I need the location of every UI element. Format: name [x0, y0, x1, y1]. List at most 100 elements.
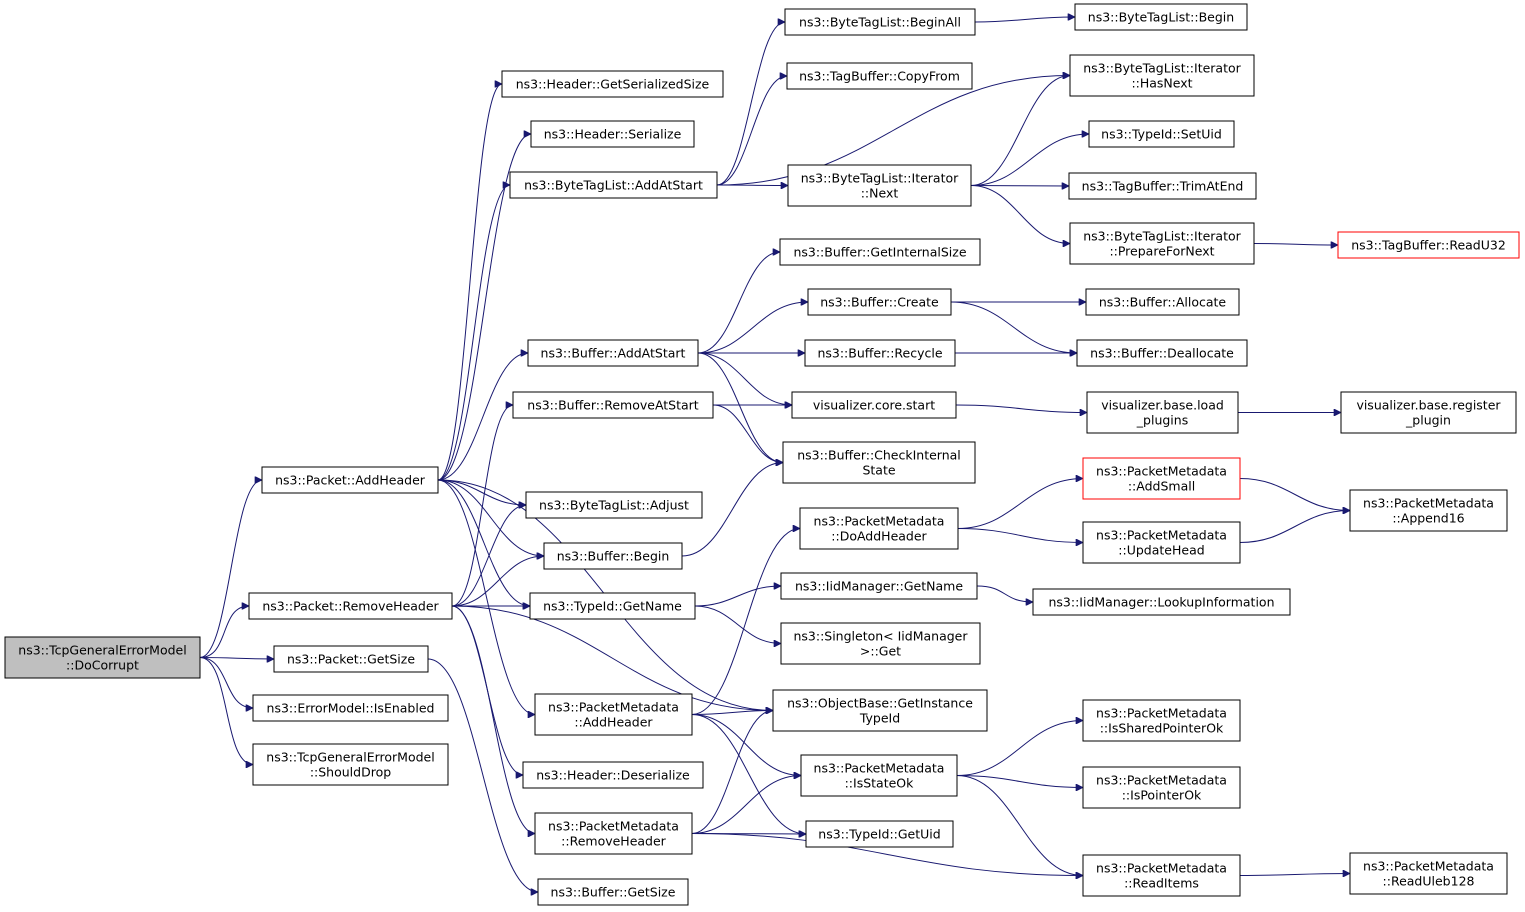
node-hdr-serialize[interactable]: ns3::Header::Serialize: [530, 120, 695, 148]
node-pm-removeheader[interactable]: ns3::PacketMetadata::RemoveHeader: [534, 812, 693, 855]
node-label: ns3::Header::Deserialize: [536, 768, 690, 783]
node-pm-ispointerok[interactable]: ns3::PacketMetadata::IsPointerOk: [1082, 766, 1241, 809]
edge-pkt_removeheader-to-btl_adjust: [451, 505, 526, 607]
node-btli-prepare[interactable]: ns3::ByteTagList::Iterator::PrepareForNe…: [1069, 222, 1255, 265]
node-buf-getinternalsize[interactable]: ns3::Buffer::GetInternalSize: [779, 238, 981, 266]
node-btl-adjust[interactable]: ns3::ByteTagList::Adjust: [525, 491, 703, 519]
edge-btli_prepare-to-tb_readu32: [1253, 244, 1338, 246]
node-label: ns3::ByteTagList::Begin: [1088, 10, 1234, 25]
node-btl-addatstart[interactable]: ns3::ByteTagList::AddAtStart: [509, 171, 718, 199]
edge-pm_doaddheader-to-pm_addsmall: [957, 479, 1083, 529]
node-pm-addheader[interactable]: ns3::PacketMetadata::AddHeader: [534, 693, 693, 736]
node-viz-core-start[interactable]: visualizer.core.start: [791, 391, 957, 419]
node-box: [779, 238, 981, 266]
node-pkt-getsize[interactable]: ns3::Packet::GetSize: [273, 645, 429, 673]
node-box: [273, 645, 429, 673]
node-label: ::DoCorrupt: [66, 658, 139, 673]
node-box: [525, 491, 703, 519]
node-label: ns3::ByteTagList::Iterator: [1083, 229, 1241, 244]
node-btli-hasnext[interactable]: ns3::ByteTagList::Iterator::HasNext: [1069, 54, 1255, 97]
node-tb-readu32[interactable]: ns3::TagBuffer::ReadU32: [1337, 231, 1520, 259]
node-label: ns3::ByteTagList::Iterator: [1083, 61, 1241, 76]
node-box: [530, 120, 695, 148]
node-pm-readuleb128[interactable]: ns3::PacketMetadata::ReadUleb128: [1349, 852, 1508, 895]
edge-btli_next-to-btli_hasnext: [970, 76, 1070, 186]
node-label: ns3::TcpGeneralErrorModel: [18, 643, 186, 658]
node-iid-getname[interactable]: ns3::IidManager::GetName: [780, 572, 978, 600]
node-tb-copyfrom[interactable]: ns3::TagBuffer::CopyFrom: [786, 62, 973, 90]
node-label: ::Next: [861, 186, 899, 201]
edge-pm_addheader-to-ob_getinstancetypeid: [691, 711, 773, 715]
node-box: [1069, 54, 1255, 97]
node-tcp-shoulddrop[interactable]: ns3::TcpGeneralErrorModel::ShouldDrop: [252, 743, 449, 786]
edge-root-to-pkt_getsize: [199, 658, 274, 660]
node-buf-allocate[interactable]: ns3::Buffer::Allocate: [1085, 288, 1240, 316]
node-label: ns3::TypeId::GetName: [543, 599, 682, 614]
node-pm-isstateok[interactable]: ns3::PacketMetadata::IsStateOk: [800, 754, 958, 797]
node-pkt-removeheader[interactable]: ns3::Packet::RemoveHeader: [248, 592, 453, 620]
node-btl-beginall[interactable]: ns3::ByteTagList::BeginAll: [784, 8, 976, 36]
node-box: [1082, 457, 1241, 500]
node-viz-base-register[interactable]: visualizer.base.register_plugin: [1340, 391, 1517, 434]
node-box: [1086, 391, 1239, 434]
node-iid-lookup[interactable]: ns3::IidManager::LookupInformation: [1032, 588, 1291, 616]
node-typeid-getuid[interactable]: ns3::TypeId::GetUid: [805, 820, 954, 848]
node-label: TypeId: [859, 711, 900, 726]
node-typeid-getname[interactable]: ns3::TypeId::GetName: [529, 592, 696, 620]
node-btl-begin[interactable]: ns3::ByteTagList::Begin: [1074, 3, 1248, 31]
node-pm-doaddheader[interactable]: ns3::PacketMetadata::DoAddHeader: [799, 507, 959, 550]
node-box: [804, 339, 956, 367]
node-buf-removeatstart[interactable]: ns3::Buffer::RemoveAtStart: [512, 391, 714, 419]
edge-pkt_removeheader-to-buf_begin: [451, 556, 544, 607]
node-singleton-get[interactable]: ns3::Singleton< IidManager>::Get: [780, 622, 981, 665]
node-buf-create[interactable]: ns3::Buffer::Create: [807, 288, 952, 316]
node-pkt-addheader[interactable]: ns3::Packet::AddHeader: [261, 466, 439, 494]
node-label: ns3::PacketMetadata: [1096, 464, 1227, 479]
node-pm-readitems[interactable]: ns3::PacketMetadata::ReadItems: [1082, 854, 1241, 897]
function-nodes: ns3::TcpGeneralErrorModel::DoCorruptns3:…: [4, 3, 1520, 906]
edge-pm_isstateok-to-pm_ispointerok: [956, 775, 1083, 788]
node-buf-deallocate[interactable]: ns3::Buffer::Deallocate: [1076, 339, 1248, 367]
edge-btl_addatstart-to-btli_hasnext: [716, 76, 1070, 186]
edge-root-to-em_isenabled: [199, 657, 253, 709]
node-label: ns3::TcpGeneralErrorModel: [266, 750, 434, 765]
node-buf-begin[interactable]: ns3::Buffer::Begin: [543, 542, 683, 570]
node-root[interactable]: ns3::TcpGeneralErrorModel::DoCorrupt: [4, 636, 201, 679]
edge-pkt_addheader-to-pm_addheader: [437, 479, 535, 715]
node-label: ::UpdateHead: [1118, 543, 1204, 558]
node-label: ns3::PacketMetadata: [814, 514, 945, 529]
node-btli-next[interactable]: ns3::ByteTagList::Iterator::Next: [787, 164, 972, 207]
node-label: ns3::Singleton< IidManager: [793, 629, 968, 644]
node-buf-getsize[interactable]: ns3::Buffer::GetSize: [537, 878, 689, 906]
node-pm-addsmall[interactable]: ns3::PacketMetadata::AddSmall: [1082, 457, 1241, 500]
node-label: ::ShouldDrop: [310, 765, 391, 780]
edge-pkt_addheader-to-btl_addatstart: [437, 185, 510, 481]
node-box: [782, 441, 976, 484]
edge-iid_getname-to-iid_lookup: [976, 585, 1033, 602]
node-buf-recycle[interactable]: ns3::Buffer::Recycle: [804, 339, 956, 367]
node-em-isenabled[interactable]: ns3::ErrorModel::IsEnabled: [252, 694, 449, 722]
edge-pkt_removeheader-to-pm_removeheader: [451, 605, 535, 834]
node-box: [791, 391, 957, 419]
node-pm-issharedptrok[interactable]: ns3::PacketMetadata::IsSharedPointerOk: [1082, 699, 1241, 742]
node-tb-trimatend[interactable]: ns3::TagBuffer::TrimAtEnd: [1068, 172, 1257, 200]
node-label: ns3::PacketMetadata: [1096, 528, 1227, 543]
node-pm-append16[interactable]: ns3::PacketMetadata::Append16: [1349, 489, 1508, 532]
node-hdr-getsersize[interactable]: ns3::Header::GetSerializedSize: [501, 70, 724, 98]
edge-pm_addsmall-to-pm_append16: [1239, 478, 1350, 511]
node-buf-addatstart[interactable]: ns3::Buffer::AddAtStart: [527, 339, 699, 367]
node-box: [501, 70, 724, 98]
node-label: ::AddHeader: [574, 715, 653, 730]
node-viz-base-load[interactable]: visualizer.base.load_plugins: [1086, 391, 1239, 434]
node-label: ns3::Header::Serialize: [544, 127, 682, 142]
node-box: [1349, 489, 1508, 532]
node-typeid-setuid[interactable]: ns3::TypeId::SetUid: [1088, 120, 1235, 148]
node-label: ns3::PacketMetadata: [1096, 861, 1227, 876]
edge-pm_removeheader-to-pm_readitems: [691, 833, 1083, 876]
node-label: ns3::Buffer::AddAtStart: [541, 346, 686, 361]
node-pm-updatehead[interactable]: ns3::PacketMetadata::UpdateHead: [1082, 521, 1241, 564]
node-hdr-deserialize[interactable]: ns3::Header::Deserialize: [522, 761, 704, 789]
node-label: ::AddSmall: [1128, 479, 1195, 494]
